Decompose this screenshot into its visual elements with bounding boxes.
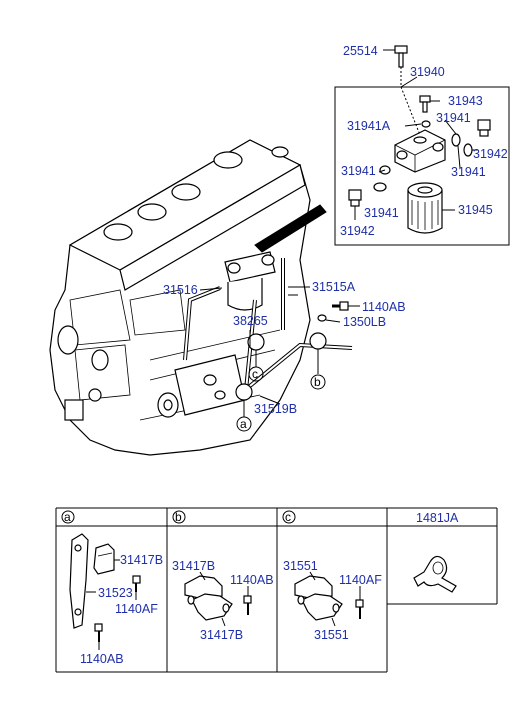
filter-frame (334, 86, 510, 246)
panel-a-label-1140ab: 1140AB (80, 652, 124, 666)
oring-right-lower (463, 143, 473, 157)
filter-cartridge-31945 (407, 182, 443, 234)
label-31515a: 31515A (312, 280, 356, 294)
plug-31942-right (477, 119, 491, 137)
fuel-filter-assembly: 25514 31940 31943 31941A 31941 31942 319… (334, 44, 510, 246)
panel-b-label-31417b-lower: 31417B (200, 628, 243, 642)
panel-a-label-31523: 31523 (98, 586, 133, 600)
bolt-1140ab (332, 301, 349, 311)
oring-right-upper (451, 133, 461, 147)
clip-1481ja (413, 555, 457, 593)
panel-c-label-31551-upper: 31551 (283, 559, 318, 573)
label-1350lb: 1350LB (343, 315, 386, 329)
label-31941-lower: 31941 (364, 206, 399, 220)
panel-a: a 31417B 31523 1140AF 1140AB (61, 510, 163, 666)
label-25514: 25514 (343, 44, 378, 58)
callout-a-letter: a (240, 417, 247, 431)
panel-c: c 31551 1140AF 31551 (282, 510, 382, 642)
plug-31942-left (348, 189, 362, 207)
panel-a-label-1140af: 1140AF (115, 602, 158, 616)
callout-a (236, 416, 252, 432)
label-31941a: 31941A (347, 119, 391, 133)
label-31941-left: 31941 (341, 164, 376, 178)
label-38265: 38265 (233, 314, 268, 328)
callout-b-letter: b (314, 375, 321, 389)
callout-b (310, 374, 326, 390)
label-31516: 31516 (163, 283, 198, 297)
panel-a-letter: a (64, 510, 71, 524)
label-31942-left: 31942 (340, 224, 375, 238)
label-31942-right: 31942 (473, 147, 508, 161)
label-31945: 31945 (458, 203, 493, 217)
panel-b-letter: b (175, 510, 182, 524)
panel-c-label-31551-lower: 31551 (314, 628, 349, 642)
filter-head (394, 129, 446, 173)
injection-pump (157, 354, 246, 418)
panel-b: b 31417B 1140AB 31417B (172, 510, 274, 642)
label-31943: 31943 (448, 94, 483, 108)
engine-illustration: 31516 31515A 1140AB 1350LB 38265 31519B … (49, 139, 406, 456)
label-31941-top: 31941 (436, 111, 471, 125)
arrow-pointer (254, 204, 327, 253)
panel-c-letter: c (285, 510, 291, 524)
clamp-a-marker (235, 383, 253, 401)
panel-d: 1481JA (413, 511, 459, 593)
oring-lower (373, 182, 387, 192)
panel-b-label-1140ab: 1140AB (230, 573, 274, 587)
washer-1350lb (317, 314, 327, 322)
bolt-31943 (419, 95, 431, 113)
detail-table: a 31417B 31523 1140AF 1140AB b (55, 507, 498, 673)
label-31941-right: 31941 (451, 165, 486, 179)
panel-b-label-31417b-upper: 31417B (172, 559, 215, 573)
callout-c (248, 366, 264, 382)
callout-c-letter: c (252, 367, 258, 381)
bolt-25514 (394, 45, 408, 68)
label-31940: 31940 (410, 65, 445, 79)
label-1140ab: 1140AB (362, 300, 406, 314)
clamp-b-marker (309, 332, 327, 350)
panel-a-label-31417b: 31417B (120, 553, 163, 567)
label-31519b: 31519B (254, 402, 297, 416)
panel-c-label-1140af: 1140AF (339, 573, 382, 587)
plug-31941a (421, 120, 431, 128)
panel-d-title: 1481JA (416, 511, 459, 525)
